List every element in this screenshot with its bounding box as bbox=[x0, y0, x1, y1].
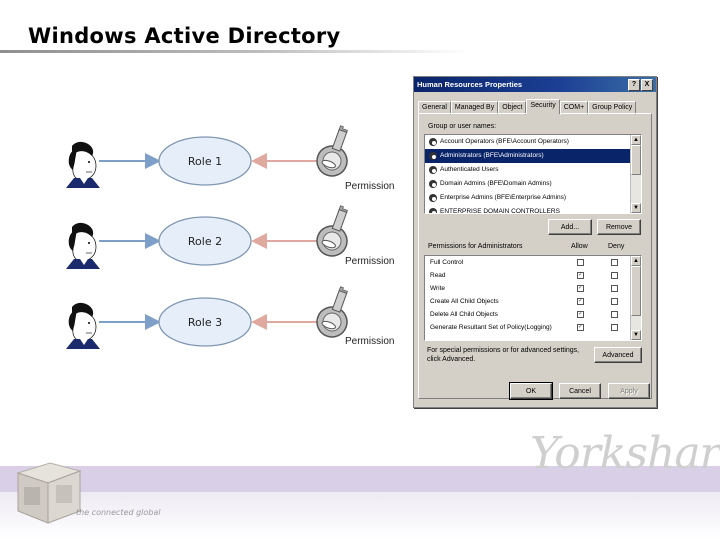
cancel-button[interactable]: Cancel bbox=[559, 383, 601, 399]
group-user-list[interactable]: Account Operators (BFE\Account Operators… bbox=[424, 134, 642, 214]
deny-checkbox[interactable] bbox=[611, 324, 618, 331]
group-name: Domain Admins (BFE\Domain Admins) bbox=[440, 180, 552, 187]
permission-row: Delete All Child Objects ✓ bbox=[425, 308, 641, 321]
role-permission-diagram: Role 1 Permission Role 2 Permission Role… bbox=[55, 125, 405, 365]
group-name: Authenticated Users bbox=[440, 166, 499, 173]
permissions-list: Full Control Read ✓ Write ✓ Create All C… bbox=[424, 255, 642, 341]
allow-checkbox-checked[interactable]: ✓ bbox=[577, 272, 584, 279]
tab-general[interactable]: General bbox=[418, 101, 451, 115]
user-figure-3 bbox=[65, 302, 101, 350]
title-underline bbox=[0, 50, 470, 53]
deny-checkbox[interactable] bbox=[611, 311, 618, 318]
deny-checkbox[interactable] bbox=[611, 272, 618, 279]
tab-object[interactable]: Object bbox=[498, 101, 527, 115]
tab-group-policy[interactable]: Group Policy bbox=[588, 101, 637, 115]
permission-name: Create All Child Objects bbox=[430, 298, 499, 305]
group-name: ENTERPRISE DOMAIN CONTROLLERS bbox=[440, 208, 560, 214]
close-button[interactable]: X bbox=[641, 79, 653, 91]
group-icon bbox=[429, 180, 437, 188]
allow-column-header: Allow bbox=[571, 243, 588, 250]
permission-row: Create All Child Objects ✓ bbox=[425, 295, 641, 308]
permission-row: Generate Resultant Set of Policy(Logging… bbox=[425, 321, 641, 334]
diagram-canvas: Role 1 Permission Role 2 Permission Role… bbox=[65, 125, 394, 350]
role-label-1: Role 1 bbox=[188, 155, 222, 168]
permission-row: Write ✓ bbox=[425, 282, 641, 295]
scroll-thumb[interactable] bbox=[631, 145, 641, 175]
advanced-note-line1: For special permissions or for advanced … bbox=[427, 347, 580, 354]
slide-title: Windows Active Directory bbox=[28, 24, 341, 48]
scroll-down-icon[interactable]: ▼ bbox=[631, 203, 641, 213]
list-item[interactable]: Account Operators (BFE\Account Operators… bbox=[425, 135, 641, 149]
permission-name: Generate Resultant Set of Policy(Logging… bbox=[430, 324, 552, 331]
permissions-label: Permissions for Administrators bbox=[428, 243, 523, 250]
cube-logo-icon bbox=[16, 462, 82, 524]
permission-name: Full Control bbox=[430, 259, 464, 266]
list-item-selected[interactable]: Administrators (BFE\Administrators) bbox=[425, 149, 641, 163]
list-item[interactable]: ENTERPRISE DOMAIN CONTROLLERS bbox=[425, 205, 641, 214]
permission-name: Delete All Child Objects bbox=[430, 311, 498, 318]
group-icon bbox=[429, 152, 437, 160]
scroll-thumb[interactable] bbox=[631, 266, 641, 316]
allow-checkbox-checked[interactable]: ✓ bbox=[577, 311, 584, 318]
deny-checkbox[interactable] bbox=[611, 259, 618, 266]
group-list-scrollbar[interactable]: ▲ ▼ bbox=[630, 135, 641, 213]
tab-managed-by[interactable]: Managed By bbox=[450, 101, 499, 115]
deny-checkbox[interactable] bbox=[611, 298, 618, 305]
permission-row: Read ✓ bbox=[425, 269, 641, 282]
footer-tagline: the connected global bbox=[76, 508, 161, 517]
list-item[interactable]: Authenticated Users bbox=[425, 163, 641, 177]
key-icon-2 bbox=[312, 201, 360, 261]
group-name: Administrators (BFE\Administrators) bbox=[440, 152, 544, 159]
permission-row: Full Control bbox=[425, 256, 641, 269]
advanced-note-line2: click Advanced. bbox=[427, 356, 476, 363]
allow-checkbox-checked[interactable]: ✓ bbox=[577, 298, 584, 305]
deny-checkbox[interactable] bbox=[611, 285, 618, 292]
scroll-up-icon[interactable]: ▲ bbox=[631, 256, 641, 266]
remove-button[interactable]: Remove bbox=[597, 219, 641, 235]
user-figure-1 bbox=[65, 141, 101, 189]
key-icon-1 bbox=[312, 125, 360, 181]
role-label-3: Role 3 bbox=[188, 316, 222, 329]
group-icon bbox=[429, 194, 437, 202]
groups-label: Group or user names: bbox=[428, 123, 497, 130]
role-label-2: Role 2 bbox=[188, 235, 222, 248]
allow-checkbox[interactable] bbox=[577, 259, 584, 266]
ok-button[interactable]: OK bbox=[509, 382, 553, 400]
group-icon bbox=[429, 166, 437, 174]
permission-name: Write bbox=[430, 285, 446, 292]
allow-checkbox-checked[interactable]: ✓ bbox=[577, 324, 584, 331]
group-icon bbox=[429, 138, 437, 146]
properties-dialog: Human Resources Properties ? X General M… bbox=[413, 76, 657, 408]
dialog-title: Human Resources Properties bbox=[417, 80, 523, 89]
deny-column-header: Deny bbox=[608, 243, 625, 250]
key-icon-3 bbox=[312, 282, 360, 342]
list-item[interactable]: Domain Admins (BFE\Domain Admins) bbox=[425, 177, 641, 191]
tab-security[interactable]: Security bbox=[526, 99, 560, 114]
scroll-up-icon[interactable]: ▲ bbox=[631, 135, 641, 145]
dialog-titlebar[interactable]: Human Resources Properties ? X bbox=[414, 77, 656, 92]
brand-logo: Yorkshare bbox=[530, 428, 720, 479]
permission-label-2: Permission bbox=[345, 256, 394, 267]
permission-name: Read bbox=[430, 272, 446, 279]
footer-gradient bbox=[0, 492, 720, 540]
user-figure-2 bbox=[65, 222, 101, 270]
group-name: Enterprise Admins (BFE\Enterprise Admins… bbox=[440, 194, 567, 201]
permission-label-3: Permission bbox=[345, 336, 394, 347]
footer-band bbox=[0, 466, 720, 492]
group-name: Account Operators (BFE\Account Operators… bbox=[440, 138, 569, 145]
add-button[interactable]: Add... bbox=[548, 219, 592, 235]
group-icon bbox=[429, 208, 437, 213]
allow-checkbox-checked[interactable]: ✓ bbox=[577, 285, 584, 292]
tab-com-plus[interactable]: COM+ bbox=[559, 101, 589, 115]
advanced-button[interactable]: Advanced bbox=[594, 347, 642, 363]
apply-button[interactable]: Apply bbox=[608, 383, 650, 399]
permission-label-1: Permission bbox=[345, 181, 394, 192]
scroll-down-icon[interactable]: ▼ bbox=[631, 330, 641, 340]
tab-strip: General Managed By Object Security COM+ … bbox=[418, 99, 637, 115]
help-button[interactable]: ? bbox=[628, 79, 640, 91]
permissions-scrollbar[interactable]: ▲ ▼ bbox=[630, 256, 641, 340]
list-item[interactable]: Enterprise Admins (BFE\Enterprise Admins… bbox=[425, 191, 641, 205]
